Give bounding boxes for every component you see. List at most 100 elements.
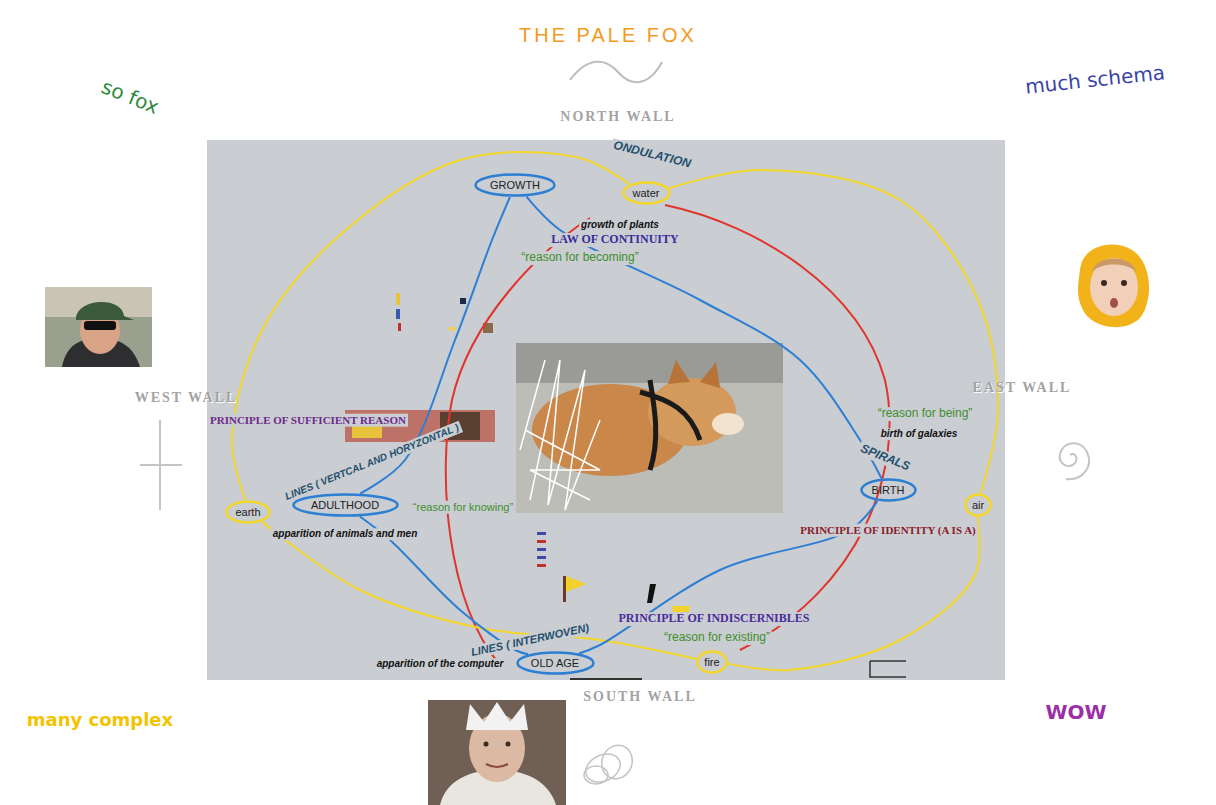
node-text: OLD AGE	[531, 657, 579, 670]
element-circle: fire	[696, 650, 728, 674]
stage-circle: BIRTH	[860, 478, 917, 502]
red-lines	[446, 205, 890, 665]
photo-glasses	[84, 321, 116, 330]
collage-bit	[396, 293, 400, 305]
connector-line	[232, 152, 629, 500]
element-circle: air	[964, 493, 992, 517]
scribble-loop	[581, 749, 625, 788]
node-ellipse	[293, 495, 397, 516]
node-ellipse	[698, 652, 727, 673]
note-label: apparition of the computer	[375, 658, 506, 670]
corner-caption: WOW	[1045, 701, 1106, 724]
collage-bit	[537, 540, 546, 543]
wave-symbol	[570, 62, 662, 82]
collage-bit	[537, 532, 546, 535]
principle-label: PRINCIPLE OF IDENTITY (A IS A)	[798, 524, 978, 537]
grandmother-photo	[428, 700, 566, 805]
node-ellipse	[966, 495, 991, 516]
photo-ground	[428, 700, 566, 805]
reason-label: “reason for being”	[876, 407, 975, 421]
wall-label: SOUTH WALL	[583, 689, 697, 705]
stage-circle: OLD AGE	[516, 651, 595, 675]
reason-label: “reason for existing”	[662, 631, 772, 645]
corner-caption: so fox	[98, 75, 162, 119]
symbol-label: ONDULATION	[610, 138, 694, 171]
corner-caption: much schema	[1024, 61, 1166, 99]
node-text: ADULTHOOD	[311, 499, 379, 512]
photo-hair	[1092, 259, 1136, 273]
node-ellipse	[861, 480, 915, 501]
connector-line	[262, 522, 697, 659]
node-text: GROWTH	[490, 179, 540, 192]
note-label: apparition of animals and men	[271, 528, 419, 540]
reason-label: “reason for becoming”	[519, 251, 640, 265]
collage-bits	[345, 293, 906, 680]
collage-bit	[537, 556, 546, 559]
reason-label: “reason for knowing”	[411, 501, 515, 514]
element-circle: earth	[225, 500, 271, 524]
note-label: birth of galaxies	[879, 428, 960, 440]
dog-ear	[700, 362, 720, 388]
wall-label: EAST WALL	[973, 380, 1072, 396]
red-line	[446, 218, 590, 665]
scribble-loop	[584, 766, 608, 784]
connector-line	[728, 517, 980, 670]
diagram-title: THE PALE FOX	[519, 24, 697, 47]
node-text: air	[972, 499, 984, 512]
dog-muzzle	[712, 413, 744, 435]
photo-eye	[506, 742, 511, 747]
connector-line	[360, 197, 510, 494]
collage-bit	[537, 564, 546, 567]
corner-caption: many complex	[27, 710, 173, 731]
grey-panel	[207, 140, 1005, 680]
node-text: earth	[235, 506, 260, 519]
collage-flag	[566, 576, 586, 592]
photo-mouth	[486, 764, 508, 767]
principle-label: PRINCIPLE OF SUFFICIENT REASON	[208, 414, 408, 427]
spiral-line	[1060, 443, 1089, 479]
red-line	[665, 205, 890, 650]
photo-scribble	[520, 360, 600, 510]
symbol-label: LINES ( VERTCAL AND HORYZONTAL )	[282, 421, 463, 503]
connector-line	[669, 170, 998, 493]
element-circle: water	[622, 181, 671, 205]
photo-eye	[1121, 280, 1127, 286]
photo-blob	[1078, 244, 1149, 327]
collage-bit	[396, 309, 400, 319]
photo-eye	[1101, 280, 1107, 286]
photo-ground	[516, 343, 783, 513]
node-text: BIRTH	[872, 484, 905, 497]
dog-photo	[516, 343, 783, 513]
wave-line	[570, 62, 662, 82]
spiral-symbol	[1060, 443, 1089, 479]
principle-label: LAW OF CONTINUITY	[549, 233, 680, 247]
photo-hat	[466, 702, 528, 730]
photo-face	[1090, 258, 1138, 316]
photo-mouth	[1110, 298, 1118, 308]
cross-line	[140, 464, 182, 466]
node-text: fire	[704, 656, 719, 669]
selfie-photo	[45, 287, 152, 367]
collage-bracket	[870, 661, 906, 677]
symbol-label: SPIRALS	[856, 441, 913, 475]
collage-bit	[448, 327, 456, 331]
collage-bit	[398, 323, 401, 331]
collage-bit	[570, 678, 642, 680]
wall-label: NORTH WALL	[560, 109, 675, 125]
cross-symbol	[140, 420, 182, 510]
dog-harness	[640, 380, 700, 470]
scribble-loop	[597, 741, 637, 783]
collage-bit	[563, 576, 566, 602]
scribble-symbol	[581, 741, 637, 787]
principle-label: PRINCIPLE OF INDISCERNIBLES	[617, 612, 812, 626]
collage-bit	[537, 548, 546, 551]
dog-head	[648, 378, 736, 446]
photo-ground	[45, 287, 152, 367]
stage-circle: ADULTHOOD	[292, 493, 399, 517]
node-ellipse	[517, 653, 593, 674]
baby-photo	[1078, 244, 1149, 327]
collage-shard	[647, 584, 656, 603]
node-ellipse	[476, 175, 555, 196]
